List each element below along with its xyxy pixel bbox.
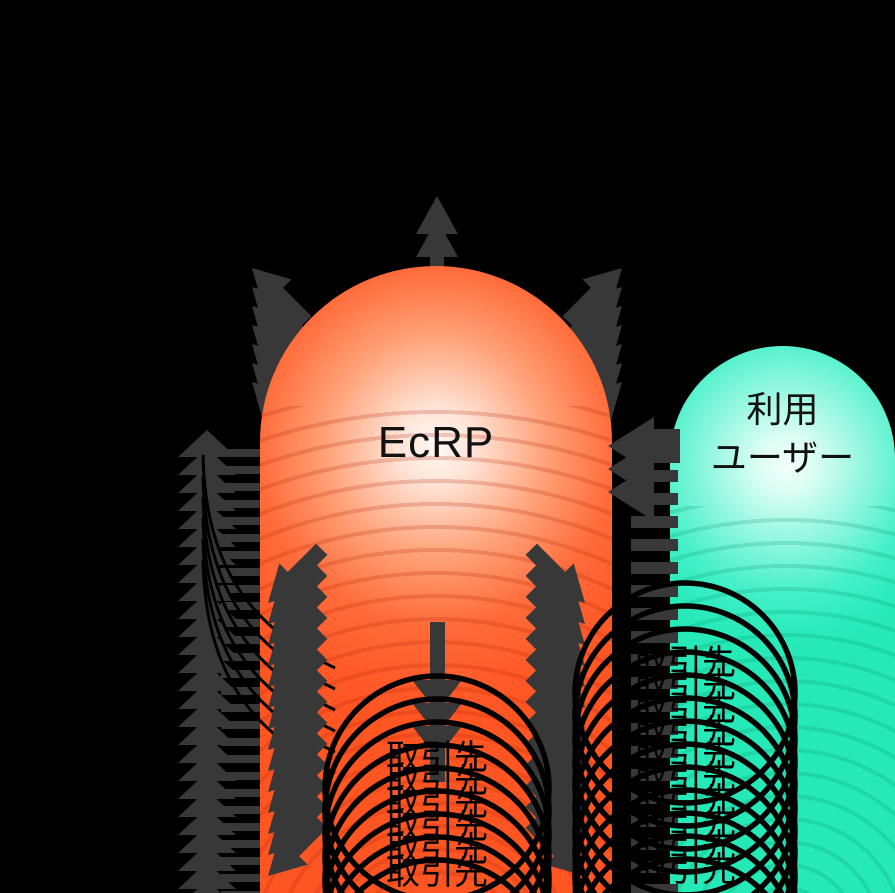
user-label-line2: ユーザー (710, 437, 855, 478)
left-arrow-icon (608, 417, 680, 521)
partner-label-copy: 取引先 (634, 851, 736, 889)
partner-label-copy: 取引先 (634, 713, 736, 751)
partner-center-outline (322, 673, 552, 893)
partner-right-outline (572, 580, 798, 893)
partner-label-copy: 取引先 (634, 736, 736, 774)
user-label-line1: 利用 (746, 389, 819, 430)
partner-label-copy: 取引先 (386, 808, 488, 846)
partner-label-copy: 取引先 (634, 690, 736, 728)
ecrp-label: EcRP (377, 418, 495, 467)
partner-label-copy: 取引先 (386, 785, 488, 823)
partner-label-copy: 取引先 (386, 831, 488, 869)
partner-label-copy: 取引先 (634, 828, 736, 866)
partner-label-copy: 取引先 (634, 644, 736, 682)
partner-label-copy: 取引先 (634, 782, 736, 820)
up-arrow-icon (416, 196, 458, 272)
partner-label-copy: 取引先 (634, 759, 736, 797)
partner-label-copy: 取引先 (386, 854, 488, 892)
partner-label-copy: 取引先 (386, 762, 488, 800)
user-label: 利用 ユーザー (670, 386, 895, 482)
partner-label-copy: 取引先 (386, 739, 488, 777)
down-left-arrow-icon (268, 543, 328, 876)
left-arrow-tail-stripes (221, 449, 262, 893)
down-arrow-icon (412, 622, 462, 782)
partner-label-copy: 取引先 (634, 805, 736, 843)
partner-label-copy: 取引先 (634, 667, 736, 705)
